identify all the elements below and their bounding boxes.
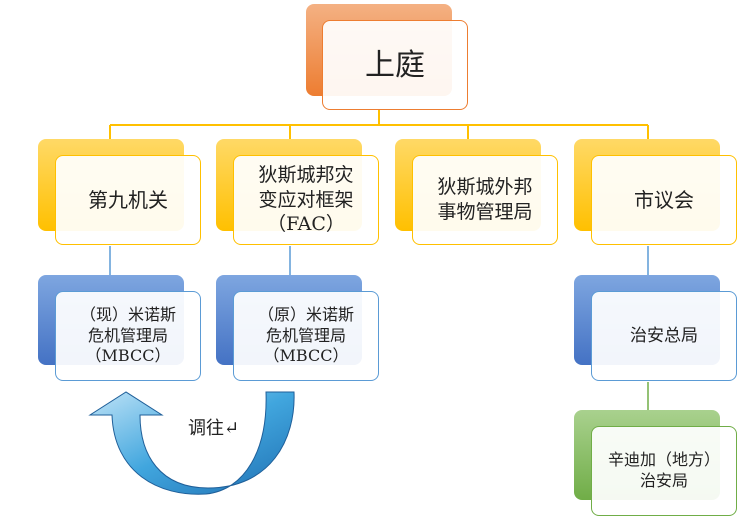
node-foreign-label: 狄斯城外邦 事物管理局 xyxy=(437,176,533,223)
node-fac[interactable]: 狄斯城邦灾 变应对框架 （FAC） xyxy=(233,155,379,245)
root-label: 上庭 xyxy=(365,47,425,83)
node-ninth-label: 第九机关 xyxy=(88,188,168,212)
node-ninth[interactable]: 第九机关 xyxy=(55,155,201,245)
node-mbcc-now-label: （现）米诺斯 危机管理局 （MBCC） xyxy=(79,304,176,366)
transfer-arrow xyxy=(88,391,295,495)
node-mbcc-now[interactable]: （现）米诺斯 危机管理局 （MBCC） xyxy=(55,291,201,381)
node-council-label: 市议会 xyxy=(634,188,694,212)
node-council[interactable]: 市议会 xyxy=(591,155,737,245)
node-security-label: 治安总局 xyxy=(630,325,698,346)
transfer-label: 调往↵ xyxy=(188,418,240,439)
node-mbcc-old-label: （原）米诺斯 危机管理局 （MBCC） xyxy=(257,304,354,366)
root-box[interactable]: 上庭 xyxy=(322,20,468,110)
node-local-security[interactable]: 辛迪加（地方） 治安局 xyxy=(591,426,737,516)
node-foreign[interactable]: 狄斯城外邦 事物管理局 xyxy=(412,155,558,245)
node-mbcc-old[interactable]: （原）米诺斯 危机管理局 （MBCC） xyxy=(233,291,379,381)
node-fac-label: 狄斯城邦灾 变应对框架 （FAC） xyxy=(258,163,354,236)
node-security[interactable]: 治安总局 xyxy=(591,291,737,381)
node-local-security-label: 辛迪加（地方） 治安局 xyxy=(607,450,720,490)
